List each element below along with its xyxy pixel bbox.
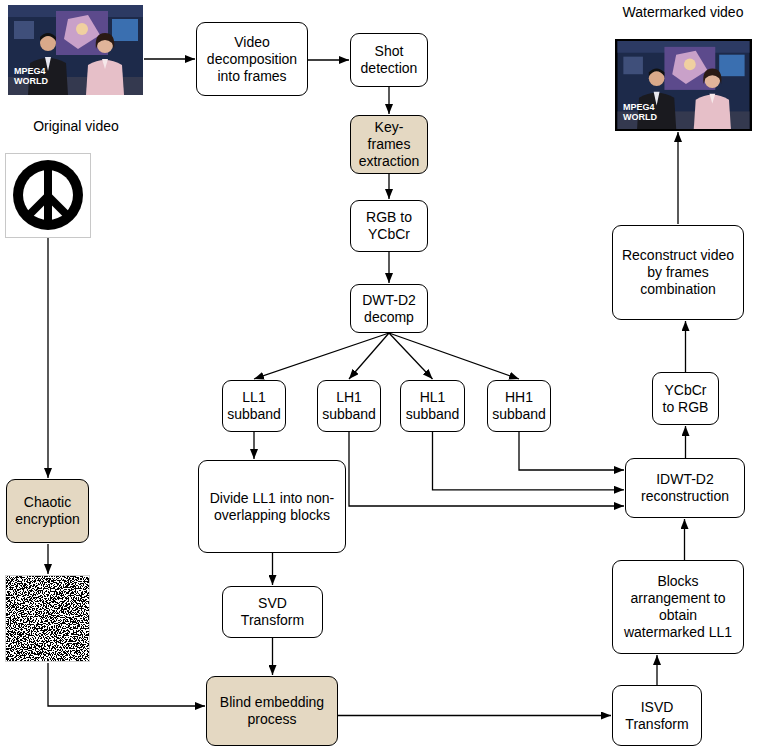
connector-arrow: [349, 333, 389, 379]
connector-arrow: [389, 333, 519, 379]
highlighted-process-box: Key-frames extraction: [350, 115, 428, 174]
process-box: ISVD Transform: [612, 685, 702, 746]
connector-arrow: [388, 87, 389, 114]
box-text: IDWT-D2 reconstruction: [630, 471, 740, 505]
box-text: Reconstruct video by frames combination: [617, 247, 739, 298]
process-box: Divide LL1 into non-overlapping blocks: [198, 460, 346, 553]
process-box: Shot detection: [350, 33, 428, 87]
connector-arrow: [308, 59, 349, 60]
connector-arrow: [685, 426, 686, 458]
process-box: YCbCr to RGB: [652, 372, 719, 425]
highlighted-process-box: Chaotic encryption: [6, 479, 89, 543]
process-box: RGB to YCbCr: [350, 200, 428, 252]
box-text: Video decomposition into frames: [201, 34, 303, 85]
box-text: RGB to YCbCr: [355, 209, 423, 243]
caption-label: Watermarked video: [612, 4, 754, 21]
connector-arrow: [388, 174, 389, 199]
highlighted-process-box: Blind embedding process: [206, 676, 338, 746]
connector-arrow: [349, 432, 624, 506]
image-caption-text: MPEG4 WORLD: [623, 102, 663, 122]
box-text: ISVD Transform: [617, 699, 697, 733]
box-text: Chaotic encryption: [11, 494, 84, 528]
connector-arrow: [389, 333, 433, 379]
box-text: Divide LL1 into non-overlapping blocks: [203, 490, 341, 524]
connector-arrow: [685, 321, 686, 372]
connector-arrow: [656, 655, 657, 685]
connector-arrow: [388, 252, 389, 283]
process-box: LL1 subband: [222, 380, 286, 432]
box-text: SVD Transform: [227, 595, 318, 629]
connector-arrow: [254, 333, 389, 379]
process-box: HL1 subband: [400, 380, 465, 432]
process-box: Blocks arrangement to obtain watermarked…: [612, 560, 744, 654]
process-box: DWT-D2 decomp: [350, 284, 428, 333]
process-box: Video decomposition into frames: [196, 22, 308, 96]
box-text: LH1 subband: [322, 389, 376, 423]
connector-arrow: [433, 432, 625, 490]
connector-arrow: [519, 432, 624, 470]
process-box: Reconstruct video by frames combination: [612, 225, 744, 320]
box-text: HL1 subband: [405, 389, 460, 423]
box-text: Blocks arrangement to obtain watermarked…: [617, 573, 739, 641]
process-box: HH1 subband: [487, 380, 551, 432]
connector-arrow: [272, 553, 273, 585]
process-box: LH1 subband: [317, 380, 381, 432]
connector-arrow: [272, 638, 273, 675]
process-box: IDWT-D2 reconstruction: [625, 458, 745, 518]
process-box: SVD Transform: [222, 586, 323, 638]
box-text: LL1 subband: [227, 389, 281, 423]
box-text: Blind embedding process: [211, 694, 333, 728]
connector-arrow: [684, 519, 685, 560]
box-text: Key-frames extraction: [355, 119, 423, 170]
connector-arrow: [338, 715, 611, 716]
box-text: DWT-D2 decomp: [355, 292, 423, 326]
box-text: Shot detection: [355, 43, 423, 77]
image-caption-text: MPEG4 WORLD: [14, 66, 54, 86]
connector-arrow: [253, 432, 254, 459]
caption-label: Original video: [8, 118, 144, 135]
box-text: HH1 subband: [492, 389, 546, 423]
box-text: YCbCr to RGB: [657, 382, 714, 416]
